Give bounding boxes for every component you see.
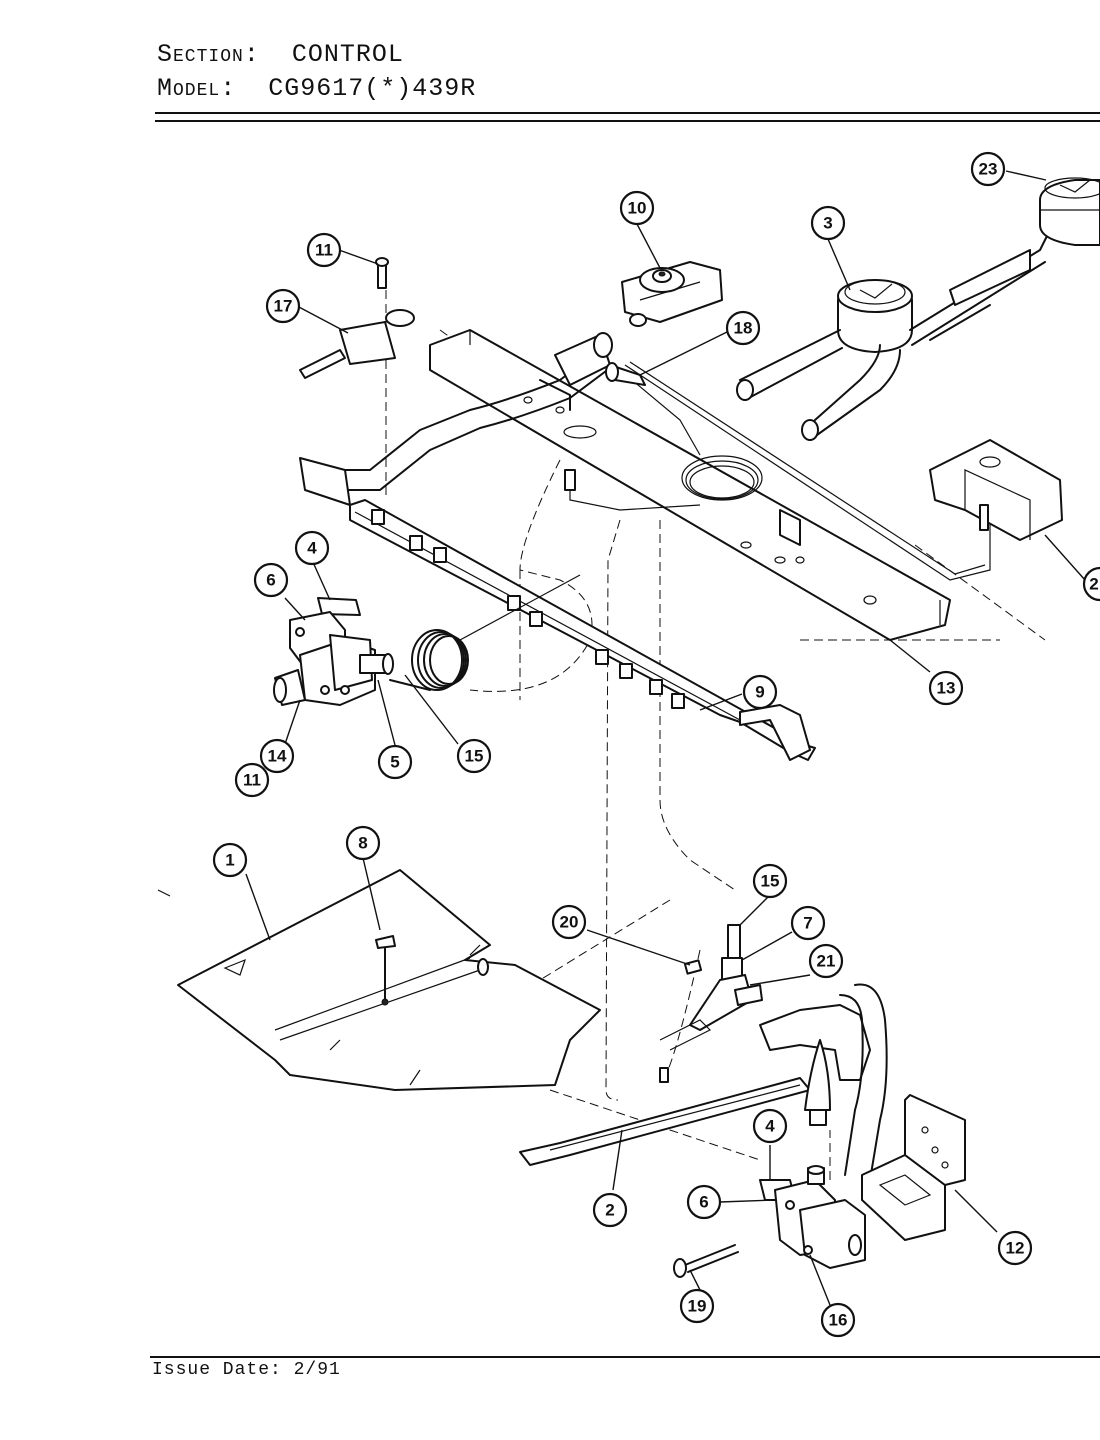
footer-rule — [150, 1356, 1100, 1358]
callout-4-bottom: 4 — [752, 1108, 788, 1144]
pressure-regulator — [621, 261, 723, 327]
heat-shield — [157, 869, 601, 1091]
section-line: Section: CONTROL — [157, 40, 404, 69]
callout-16: 16 — [820, 1302, 856, 1338]
callout-4-top: 4 — [294, 530, 330, 566]
callout-label: 6 — [699, 1193, 708, 1212]
oven-sensing-coil — [389, 574, 581, 691]
callout-label: 21 — [817, 952, 836, 971]
pilot-assembly — [659, 924, 763, 1083]
callout-label: 5 — [390, 753, 399, 772]
callout-label: 7 — [803, 914, 812, 933]
section-value: CONTROL — [291, 40, 404, 69]
callout-18: 18 — [725, 310, 761, 346]
issue-date: Issue Date: 2/91 — [152, 1360, 341, 1380]
callout-10: 10 — [619, 190, 655, 226]
broiler-burner-tube — [519, 983, 888, 1181]
pilot-valve — [299, 257, 415, 379]
callout-label: 8 — [358, 834, 367, 853]
supply-tube-upper — [299, 332, 613, 506]
callout-15-bottom: 15 — [752, 863, 788, 899]
callout-label: 20 — [560, 913, 579, 932]
callout-12: 12 — [997, 1230, 1033, 1266]
shield-clip — [375, 935, 396, 1006]
callout-label: 15 — [761, 872, 780, 891]
model-label: Model: — [157, 74, 237, 103]
callout-15-top: 15 — [456, 738, 492, 774]
callout-1: 1 — [212, 842, 248, 878]
callout-label: 19 — [688, 1297, 707, 1316]
callout-13: 13 — [928, 670, 964, 706]
clock-timer — [1039, 177, 1100, 246]
callout-label: 10 — [628, 199, 647, 218]
callout-label: 6 — [266, 571, 275, 590]
callout-label: 17 — [274, 297, 293, 316]
callout-label: 18 — [734, 319, 753, 338]
section-label: Section: — [157, 40, 260, 69]
callout-label: 3 — [823, 214, 832, 233]
callout-label: 1 — [225, 851, 234, 870]
callout-label: 15 — [465, 747, 484, 766]
callout-3: 3 — [810, 205, 846, 241]
callout-label: 13 — [937, 679, 956, 698]
header-rule-secondary — [155, 120, 1100, 122]
callout-label: 9 — [755, 683, 764, 702]
upper-valve-assembly — [273, 597, 394, 706]
callout-5: 5 — [377, 744, 413, 780]
thermostat-capillary — [564, 361, 991, 581]
callout-2: 2 — [592, 1192, 628, 1228]
header-rule — [155, 112, 1100, 114]
callout-14: 14 — [259, 738, 295, 774]
model-line: Model: CG9617(*)439R — [157, 74, 476, 103]
callout-label: 23 — [979, 160, 998, 179]
callout-label: 4 — [765, 1117, 775, 1136]
callout-label: 11 — [243, 771, 261, 790]
callout-label: 11 — [315, 241, 333, 260]
callout-17: 17 — [265, 288, 301, 324]
callout-23: 23 — [970, 151, 1006, 187]
callout-label: 14 — [268, 747, 287, 766]
valve-bracket — [861, 1094, 966, 1241]
callout-6-bottom: 6 — [686, 1184, 722, 1220]
callout-7: 7 — [790, 905, 826, 941]
model-value: CG9617(*)439R — [268, 74, 477, 103]
callout-6-top: 6 — [253, 562, 289, 598]
callout-11-bottom: 11 — [234, 762, 270, 798]
leader-lines — [245, 170, 1086, 1306]
callout-21: 21 — [808, 943, 844, 979]
thermostat-bracket — [929, 439, 1063, 541]
mounting-screw — [673, 1244, 739, 1278]
manifold-valve-ports — [371, 509, 685, 709]
callout-11-top: 11 — [306, 232, 342, 268]
manifold-pipe — [349, 499, 816, 761]
callout-20: 20 — [551, 904, 587, 940]
callout-label: 12 — [1006, 1239, 1025, 1258]
callout-9: 9 — [742, 674, 778, 710]
callout-label: 2 — [605, 1201, 614, 1220]
callout-label: 16 — [829, 1311, 848, 1330]
lower-valve-assembly — [759, 1165, 866, 1269]
callout-19: 19 — [679, 1288, 715, 1324]
callout-8: 8 — [345, 825, 381, 861]
callout-22: 2 — [1082, 566, 1100, 602]
callout-label: 4 — [307, 539, 317, 558]
callout-label: 2 — [1089, 575, 1098, 594]
oven-thermostat — [736, 229, 1051, 441]
